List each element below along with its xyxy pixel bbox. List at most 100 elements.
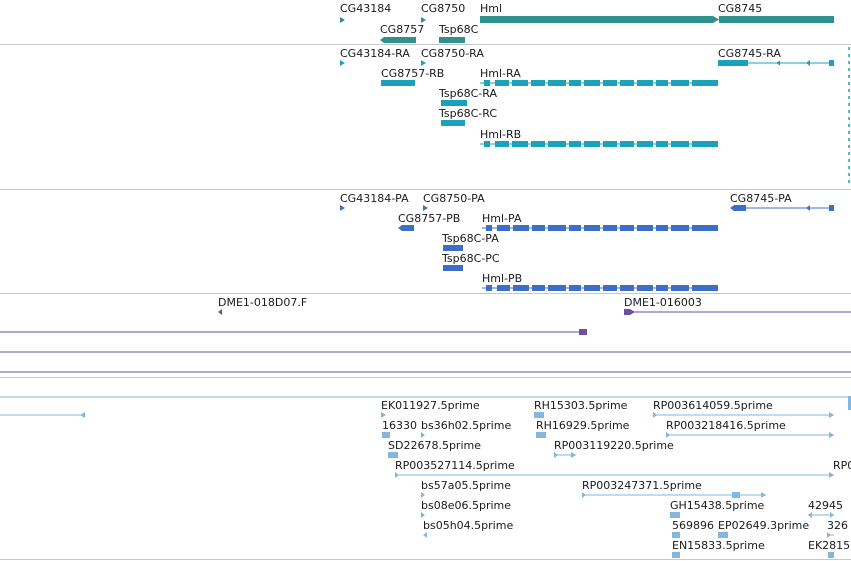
transcript-track-a[interactable]: CG43184-RA CG8750-RA CG8745-RA CG8757-RB	[0, 45, 851, 189]
gene-bar	[439, 37, 465, 43]
offscreen-est-edge	[848, 396, 851, 410]
est-label: RH15303.5prime	[534, 399, 628, 412]
est-rh16929[interactable]: RH16929.5prime	[536, 419, 630, 438]
transcript-exon	[656, 80, 668, 86]
transcript-cg8745-pa[interactable]: CG8745-PA	[730, 192, 834, 211]
transcript-label: Tsp68C-PA	[441, 232, 499, 245]
est-label: EK2815	[808, 539, 850, 552]
est-label: SD22678.5prime	[388, 439, 481, 452]
est-bs57a05[interactable]: bs57a05.5prime	[421, 479, 511, 498]
est-arrow	[395, 472, 399, 478]
gene-arrow	[380, 37, 384, 43]
gene-label: CG43184	[340, 2, 391, 15]
transcript-exon	[486, 285, 492, 291]
transcript-cg43184-pa[interactable]: CG43184-PA	[340, 192, 409, 211]
transcript-exon	[531, 80, 545, 86]
est-arrow	[421, 492, 425, 498]
transcript-exon	[512, 80, 528, 86]
transcript-label: Hml-PA	[482, 212, 522, 225]
est-rp003614059[interactable]: RP003614059.5prime	[653, 399, 834, 418]
est-bs05h04[interactable]: bs05h04.5prime	[423, 519, 513, 538]
transcript-tsp68c-pc[interactable]: Tsp68C-PC	[441, 252, 500, 271]
transcript-cg8750-ra[interactable]: CG8750-RA	[421, 47, 484, 66]
clone-end	[579, 329, 587, 335]
transcript-exon	[637, 80, 653, 86]
gene-cg8745[interactable]: CG8745	[713, 2, 834, 23]
transcript-exon	[829, 205, 834, 211]
gene-bar	[384, 37, 416, 43]
transcript-tsp68c-rc[interactable]: Tsp68C-RC	[438, 107, 497, 126]
transcript-exon	[829, 60, 834, 66]
transcript-exon	[584, 225, 600, 231]
gene-cg8757[interactable]: CG8757	[380, 23, 424, 43]
gene-tsp68c[interactable]: Tsp68C	[438, 23, 479, 43]
transcript-exon	[441, 100, 467, 106]
est-label: EP02649.3prime	[718, 519, 809, 532]
est-bs08e06[interactable]: bs08e06.5prime	[421, 499, 511, 518]
est-16330[interactable]: 16330	[382, 419, 417, 438]
clone-dme1-016003[interactable]: DME1-016003	[624, 296, 851, 315]
est-rh15303[interactable]: RH15303.5prime	[534, 399, 628, 418]
transcript-exon	[548, 80, 566, 86]
transcript-label: CG8750-RA	[421, 47, 484, 60]
transcript-tsp68c-pa[interactable]: Tsp68C-PA	[441, 232, 499, 251]
est-rp003527114[interactable]: RP003527114.5prime	[395, 459, 834, 478]
est-rp003218416[interactable]: RP003218416.5prime	[666, 419, 834, 438]
transcript-label: CG8757-PB	[398, 212, 460, 225]
transcript-cg8757-rb[interactable]: CG8757-RB	[381, 67, 444, 86]
transcript-hml-rb[interactable]: Hml-RB	[480, 128, 718, 147]
est-rp003247371[interactable]: RP003247371.5prime	[582, 479, 766, 498]
transcript-cg8750-pa[interactable]: CG8750-PA	[423, 192, 485, 211]
transcript-cg43184-ra[interactable]: CG43184-RA	[340, 47, 410, 66]
transcript-cg8745-ra[interactable]: CG8745-RA	[718, 47, 834, 66]
transcript-hml-pa[interactable]: Hml-PA	[482, 212, 718, 231]
gene-cg8750[interactable]: CG8750	[421, 2, 465, 23]
transcript-hml-pb[interactable]: Hml-PB	[482, 272, 718, 291]
est-42945[interactable]: 42945	[808, 499, 843, 518]
est-arrow	[653, 412, 657, 418]
transcript-exon	[495, 141, 509, 147]
est-ek011927[interactable]: EK011927.5prime	[381, 399, 480, 418]
transcript-exon	[402, 225, 414, 231]
transcript-exon	[441, 120, 465, 126]
est-label: bs36h02.5prime	[421, 419, 511, 432]
transcript-track-b[interactable]: CG43184-PA CG8750-PA CG8745-PA CG8757-PB	[0, 190, 851, 293]
est-bs36h02[interactable]: bs36h02.5prime	[421, 419, 511, 438]
est-rp003119220[interactable]: RP003119220.5prime	[554, 439, 674, 458]
transcript-arrow	[398, 225, 402, 231]
transcript-tsp68c-ra[interactable]: Tsp68C-RA	[438, 87, 497, 106]
clone-track[interactable]: DME1-018D07.F DME1-016003	[0, 294, 851, 377]
transcript-exon	[548, 285, 566, 291]
transcript-exon	[584, 80, 600, 86]
est-ek2815[interactable]: EK2815	[808, 539, 850, 558]
est-left-span[interactable]	[0, 412, 85, 418]
transcript-exon	[692, 225, 718, 231]
transcript-hml-ra[interactable]: Hml-RA	[480, 67, 718, 86]
est-arrow	[582, 492, 586, 498]
gene-track[interactable]: CG43184 CG8750 Hml CG8745 CG8757 Tsp68C	[0, 0, 851, 44]
est-en15833[interactable]: EN15833.5prime	[672, 539, 765, 558]
est-arrow	[761, 492, 766, 498]
est-sd22678[interactable]: SD22678.5prime	[388, 439, 481, 458]
transcript-label: Hml-RB	[480, 128, 521, 141]
transcript-cg8757-pb[interactable]: CG8757-PB	[398, 212, 460, 231]
gene-hml[interactable]: Hml	[480, 2, 713, 23]
transcript-exon	[656, 285, 668, 291]
transcript-arrow	[421, 60, 426, 66]
est-gh15438[interactable]: GH15438.5prime	[670, 499, 765, 518]
clone-dme1-018d07f[interactable]: DME1-018D07.F	[218, 296, 307, 315]
gene-bar	[719, 16, 834, 23]
transcript-exon	[569, 80, 581, 86]
est-rp0-truncated[interactable]: RP0	[833, 459, 851, 472]
transcript-exon	[495, 80, 509, 86]
est-track[interactable]: EK011927.5prime RH15303.5prime RP0036140…	[0, 378, 851, 561]
est-ep02649[interactable]: EP02649.3prime	[718, 519, 809, 538]
est-326[interactable]: 326	[827, 519, 848, 538]
track-separator	[0, 559, 851, 560]
transcript-arrow	[806, 60, 810, 66]
clone-span-left[interactable]	[0, 329, 587, 335]
gene-cg43184[interactable]: CG43184	[340, 2, 391, 23]
track-separator	[0, 189, 851, 190]
est-569896[interactable]: 569896	[672, 519, 714, 538]
